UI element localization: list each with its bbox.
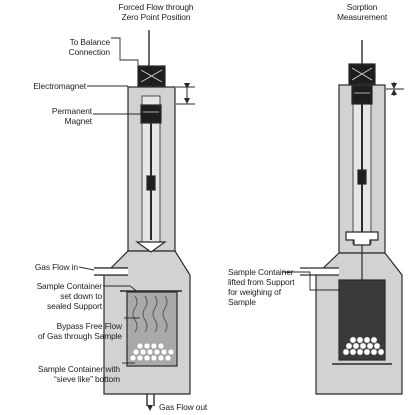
- left-sample-container: [126, 291, 178, 367]
- label-container-down-line1: Sample Container: [36, 281, 103, 291]
- label-to-balance-connection: To Balance Connection: [30, 37, 110, 57]
- label-to-balance-line1: To Balance: [69, 37, 111, 47]
- right-leader-line: [282, 271, 340, 291]
- label-gas-flow-in: Gas Flow in: [10, 262, 78, 272]
- label-container-down-line3: sealed Support: [47, 301, 102, 311]
- label-lifted-line1: Sample Container: [228, 267, 294, 277]
- label-container-set-down: Sample Container set down to sealed Supp…: [10, 281, 103, 311]
- left-leader-lines: [78, 37, 141, 364]
- label-lifted-line2: lifted from Support: [228, 277, 295, 287]
- right-title: Sorption Measurement: [318, 2, 406, 22]
- left-title: Forced Flow through Zero Point Position: [100, 2, 212, 22]
- label-electromagnet: Electromagnet: [4, 81, 86, 91]
- label-sieve-bottom: Sample Container with “sieve like” botto…: [4, 364, 120, 384]
- right-sample-beads: [342, 336, 385, 356]
- label-permanent-line1: Permanent: [51, 106, 92, 116]
- label-bypass-line1: Bypass Free Flow: [56, 321, 123, 331]
- label-permanent-magnet: Permanent Magnet: [20, 106, 92, 126]
- label-lifted-line3: for weighing of: [228, 287, 281, 297]
- label-permanent-line2: Magnet: [64, 116, 92, 126]
- label-lifted-line4: Sample: [228, 297, 256, 307]
- left-sample-beads: [129, 342, 175, 362]
- label-sieve-line1: Sample Container with: [37, 364, 120, 374]
- left-title-line2: Zero Point Position: [121, 12, 191, 22]
- right-gap-marker: [386, 82, 404, 96]
- label-to-balance-line2: Connection: [68, 47, 110, 57]
- label-bypass-flow: Bypass Free Flow of Gas through Sample: [4, 321, 122, 341]
- left-title-line1: Forced Flow through: [118, 2, 194, 12]
- right-apparatus: [300, 40, 403, 395]
- label-gas-flow-out: Gas Flow out: [159, 402, 239, 412]
- label-container-lifted: Sample Container lifted from Support for…: [228, 267, 318, 307]
- label-sieve-line2: “sieve like” bottom: [53, 374, 120, 384]
- left-gap-marker: [176, 83, 195, 105]
- label-bypass-line2: of Gas through Sample: [37, 331, 122, 341]
- right-permanent-magnet: [351, 85, 373, 105]
- label-electromagnet-text: Electromagnet: [33, 81, 86, 91]
- left-gas-flow-waves: [132, 295, 168, 333]
- right-title-line2: Measurement: [336, 12, 388, 22]
- left-permanent-magnet: [140, 104, 162, 124]
- label-gas-flow-in-text: Gas Flow in: [34, 262, 78, 272]
- label-container-down-line2: set down to: [60, 291, 102, 301]
- right-title-line1: Sorption: [346, 2, 378, 12]
- left-apparatus: [94, 30, 191, 406]
- label-gas-flow-out-text: Gas Flow out: [159, 402, 208, 412]
